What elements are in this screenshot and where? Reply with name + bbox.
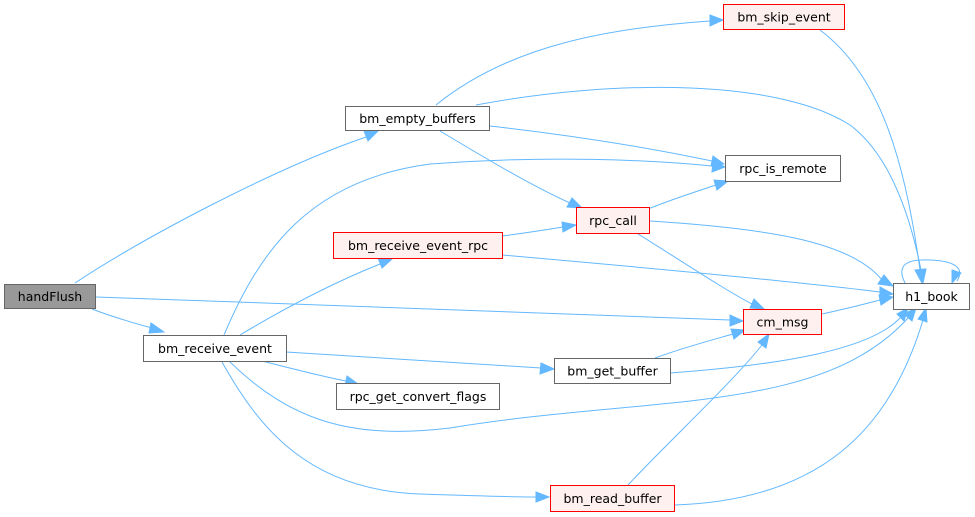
edge-bm-empty-buffers-rpc-is-remote	[489, 125, 713, 162]
node-label-bm-get-buffer: bm_get_buffer	[567, 364, 658, 379]
node-bm-receive-event-rpc[interactable]: bm_receive_event_rpc	[333, 232, 503, 259]
edge-bm-read-buffer-h1-book	[674, 319, 924, 506]
edge-bm-empty-buffers-h1-book	[475, 86, 922, 271]
node-bm-read-buffer[interactable]: bm_read_buffer	[550, 485, 675, 512]
node-label-bm-read-buffer: bm_read_buffer	[563, 491, 662, 506]
edge-cm-msg-h1-book	[821, 299, 881, 315]
arrowhead	[951, 269, 962, 285]
edge-rpc-call-h1-book	[649, 220, 883, 281]
node-label-h1-book: h1_book	[905, 289, 958, 304]
arrowhead	[713, 179, 730, 191]
arrowhead	[729, 314, 745, 327]
arrowhead	[709, 14, 725, 27]
node-label-rpc-call: rpc_call	[589, 213, 637, 228]
edge-h1-book-self-loop	[901, 259, 961, 284]
arrowhead	[561, 221, 578, 233]
arrowhead	[566, 197, 584, 209]
node-label-rpc-get-convert-flags: rpc_get_convert_flags	[350, 389, 487, 404]
edge-bm-receive-event-rpc-is-remote	[223, 158, 713, 336]
edge-bm-receive-event-h1-book	[229, 317, 909, 432]
node-rpc-get-convert-flags[interactable]: rpc_get_convert_flags	[336, 383, 500, 410]
edge-bm-get-buffer-h1-book	[669, 317, 901, 374]
node-bm-receive-event[interactable]: bm_receive_event	[143, 335, 287, 362]
edge-handflush-cm-msg	[95, 296, 731, 321]
node-label-bm-skip-event: bm_skip_event	[737, 10, 830, 25]
edge-bm-receive-event-bm-get-buffer	[285, 351, 542, 369]
node-label-bm-receive-event-rpc: bm_receive_event_rpc	[348, 238, 488, 253]
edge-handflush-bm-empty-buffers	[74, 136, 367, 284]
arrowhead	[148, 322, 166, 334]
arrowhead	[730, 328, 747, 340]
node-label-rpc-is-remote: rpc_is_remote	[739, 161, 827, 176]
edge-bm-empty-buffers-bm-skip-event	[435, 20, 711, 106]
edge-bm-skip-event-h1-book	[819, 29, 921, 271]
arrowhead	[535, 491, 551, 503]
edge-bm-receive-event-bm-read-buffer	[221, 361, 537, 498]
arrowhead	[363, 130, 380, 142]
arrowhead	[896, 306, 909, 322]
edges	[74, 14, 962, 506]
node-label-bm-receive-event: bm_receive_event	[158, 341, 272, 356]
arrowhead	[377, 257, 394, 269]
node-bm-empty-buffers[interactable]: bm_empty_buffers	[345, 106, 490, 131]
node-cm-msg[interactable]: cm_msg	[743, 309, 822, 335]
node-handflush[interactable]: handFlush	[4, 284, 96, 309]
edge-bm-get-buffer-cm-msg	[654, 333, 734, 359]
node-rpc-call[interactable]: rpc_call	[576, 207, 650, 234]
arrowhead	[903, 307, 917, 322]
node-label-handflush: handFlush	[18, 289, 82, 304]
node-bm-get-buffer[interactable]: bm_get_buffer	[554, 358, 671, 384]
edge-rpc-call-rpc-is-remote	[647, 184, 717, 210]
edge-handflush-bm-receive-event	[91, 308, 153, 329]
arrowhead	[539, 362, 556, 375]
edge-bm-read-buffer-cm-msg	[627, 344, 763, 486]
edge-bm-receive-event-rpc-h1-book	[501, 254, 881, 293]
node-label-bm-empty-buffers: bm_empty_buffers	[359, 111, 476, 126]
arrowhead	[711, 160, 727, 173]
edge-rpc-call-cm-msg	[634, 231, 753, 305]
edge-bm-receive-event-bm-receive-event-rpc	[239, 263, 381, 336]
edge-bm-receive-event-rpc-rpc-call	[501, 226, 564, 237]
node-bm-skip-event[interactable]: bm_skip_event	[723, 4, 845, 30]
arrowhead	[878, 294, 895, 306]
arrowhead	[917, 306, 928, 323]
arrowhead	[914, 268, 926, 285]
arrowhead	[749, 298, 766, 310]
arrowhead	[757, 332, 770, 349]
node-h1-book[interactable]: h1_book	[893, 283, 970, 310]
nodes: handFlush bm_empty_buffers bm_skip_event…	[4, 4, 970, 512]
edge-bm-receive-event-rpc-get-convert-flags	[257, 359, 347, 382]
node-rpc-is-remote[interactable]: rpc_is_remote	[725, 155, 841, 182]
arrowhead	[877, 274, 895, 287]
edge-bm-empty-buffers-rpc-call	[439, 130, 571, 204]
node-label-cm-msg: cm_msg	[757, 315, 809, 330]
